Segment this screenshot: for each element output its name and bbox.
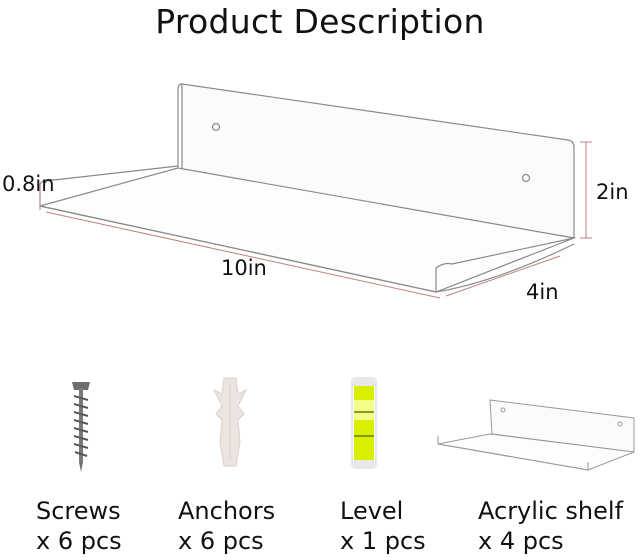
front-height-label: 0.8in <box>2 172 55 196</box>
screw-icon <box>72 382 90 472</box>
item-name: Anchors <box>178 497 276 525</box>
depth-label: 4in <box>526 280 559 304</box>
item-qty: x 4 pcs <box>478 527 564 555</box>
page-title: Product Description <box>155 2 485 41</box>
item-screws: Screws x 6 pcs <box>36 496 122 556</box>
length-label: 10in <box>221 256 267 280</box>
item-name: Acrylic shelf <box>478 497 624 525</box>
acrylic-shelf-icon <box>437 399 635 471</box>
level-icon <box>351 377 377 469</box>
item-qty: x 6 pcs <box>178 527 264 555</box>
anchor-icon <box>212 377 248 467</box>
item-acrylic-shelf: Acrylic shelf x 4 pcs <box>478 496 623 556</box>
item-level: Level x 1 pcs <box>340 496 426 556</box>
item-name: Screws <box>36 497 121 525</box>
back-height-label: 2in <box>596 180 629 204</box>
shelf-illustration <box>39 83 577 293</box>
item-name: Level <box>340 497 404 525</box>
item-qty: x 1 pcs <box>340 527 426 555</box>
dimension-lines <box>39 141 592 299</box>
item-qty: x 6 pcs <box>36 527 122 555</box>
item-anchors: Anchors x 6 pcs <box>178 496 275 556</box>
